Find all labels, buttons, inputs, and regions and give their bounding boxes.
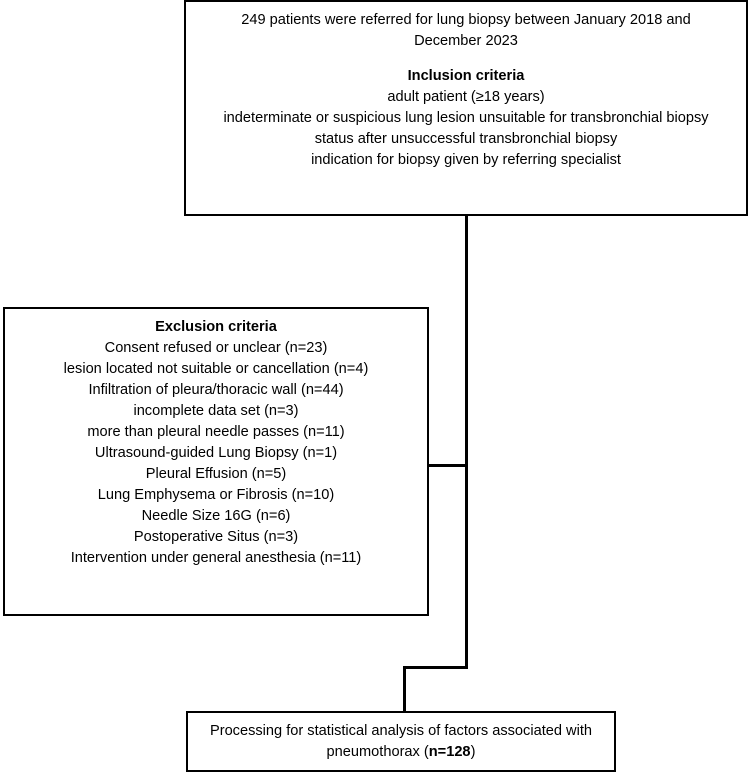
connector-trunk-vertical	[465, 214, 468, 669]
exclusion-criterion-9: Needle Size 16G (n=6)	[141, 508, 291, 524]
exclusion-criterion-5: more than pleural needle passes (n=11)	[87, 424, 345, 440]
inclusion-criterion-4: indication for biopsy given by referring…	[311, 152, 621, 168]
exclusion-criterion-3: Infiltration of pleura/thoracic wall (n=…	[88, 382, 344, 398]
exclusion-criterion-1: Consent refused or unclear (n=23)	[104, 340, 328, 356]
exclusion-criterion-10: Postoperative Situs (n=3)	[133, 529, 299, 545]
outcome-line-2-suffix: )	[470, 743, 476, 760]
outcome-line-1: Processing for statistical analysis of f…	[209, 722, 593, 739]
inclusion-heading: Inclusion criteria	[407, 68, 525, 84]
exclusion-criterion-7: Pleural Effusion (n=5)	[145, 466, 287, 482]
connector-elbow-horizontal	[403, 666, 468, 669]
exclusion-heading: Exclusion criteria	[155, 319, 277, 335]
referral-title-line-1: 249 patients were referred for lung biop…	[241, 12, 691, 28]
inclusion-spacer	[196, 52, 736, 66]
inclusion-criteria-box: 249 patients were referred for lung biop…	[184, 0, 748, 216]
exclusion-criterion-11: Intervention under general anesthesia (n…	[70, 550, 362, 566]
outcome-box: Processing for statistical analysis of f…	[186, 711, 616, 772]
exclusion-criterion-6: Ultrasound-guided Lung Biopsy (n=1)	[94, 445, 338, 461]
outcome-line-2: pneumothorax (n=128)	[210, 742, 592, 763]
inclusion-criterion-1: adult patient (≥18 years)	[387, 89, 545, 105]
exclusion-criteria-box: Exclusion criteria Consent refused or un…	[3, 307, 429, 616]
connector-exclusion-branch	[427, 464, 467, 467]
connector-elbow-drop	[403, 666, 406, 713]
exclusion-criterion-8: Lung Emphysema or Fibrosis (n=10)	[97, 487, 335, 503]
outcome-text: Processing for statistical analysis of f…	[210, 721, 592, 763]
outcome-patient-count: n=128	[428, 743, 471, 760]
referral-title-line-2: December 2023	[414, 33, 518, 49]
exclusion-criterion-2: lesion located not suitable or cancellat…	[63, 361, 369, 377]
inclusion-criterion-3: status after unsuccessful transbronchial…	[314, 131, 618, 147]
outcome-line-2-prefix: pneumothorax (	[326, 743, 429, 760]
inclusion-criterion-2: indeterminate or suspicious lung lesion …	[223, 110, 709, 126]
referral-title: 249 patients were referred for lung biop…	[196, 10, 736, 52]
exclusion-criterion-4: incomplete data set (n=3)	[133, 403, 299, 419]
